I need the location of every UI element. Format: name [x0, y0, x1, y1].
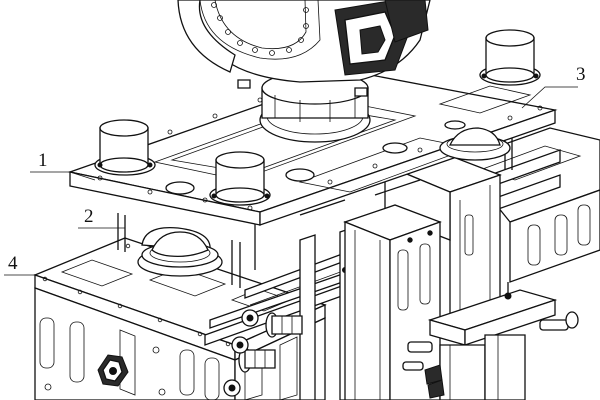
gripper-block — [403, 282, 578, 400]
cylinder-rear-right — [480, 30, 540, 85]
locking-knob — [98, 355, 128, 386]
ball-joint-left — [138, 228, 222, 276]
robot-flange — [178, 0, 430, 142]
callout-label-3: 3 — [576, 64, 586, 85]
callout-leaders — [4, 87, 578, 275]
cylinder-front-center — [210, 152, 270, 205]
callout-label-1: 1 — [38, 150, 48, 171]
callout-label-4: 4 — [8, 253, 18, 274]
cylinder-front-left — [95, 120, 155, 175]
ball-joint-right — [440, 128, 510, 160]
callout-label-2: 2 — [84, 206, 94, 227]
